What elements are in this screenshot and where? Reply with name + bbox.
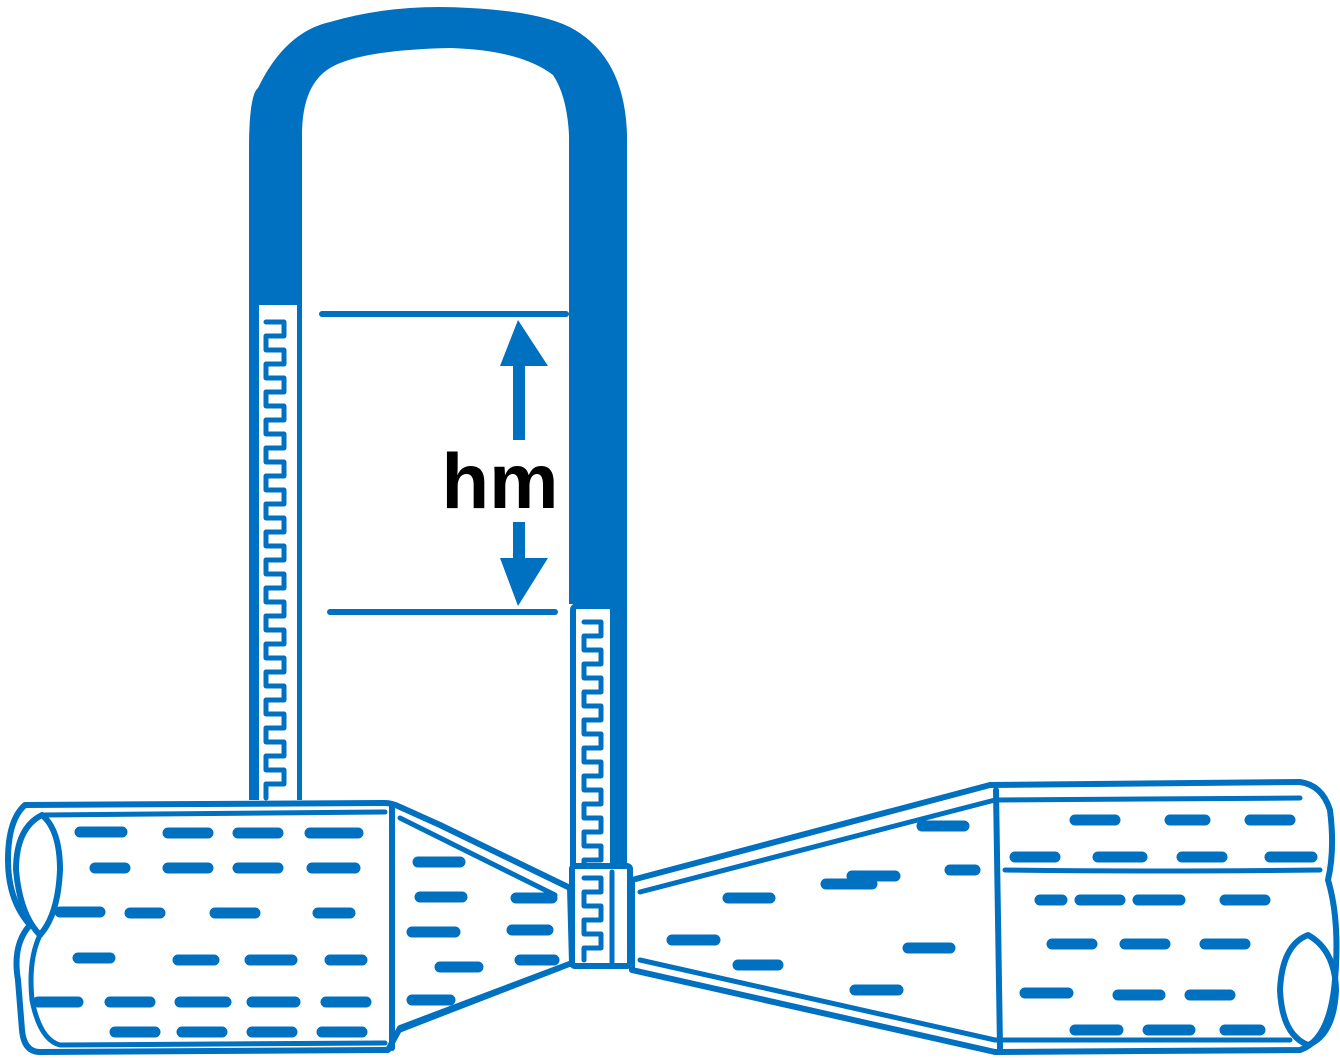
pipe-fluid-dashes bbox=[32, 814, 1318, 1038]
venturi-outlet-pipe bbox=[629, 779, 1340, 1055]
hm-label: hm bbox=[442, 437, 559, 525]
venturi-inlet-pipe bbox=[5, 800, 575, 1055]
up-arrow-icon bbox=[500, 320, 548, 440]
level-lines bbox=[319, 311, 569, 615]
venturi-throat bbox=[569, 863, 633, 969]
height-dimension: hm bbox=[442, 320, 559, 606]
manometer-fluid-right bbox=[570, 603, 616, 889]
down-arrow-icon bbox=[500, 522, 548, 606]
manometer-fluid-left bbox=[259, 305, 297, 805]
